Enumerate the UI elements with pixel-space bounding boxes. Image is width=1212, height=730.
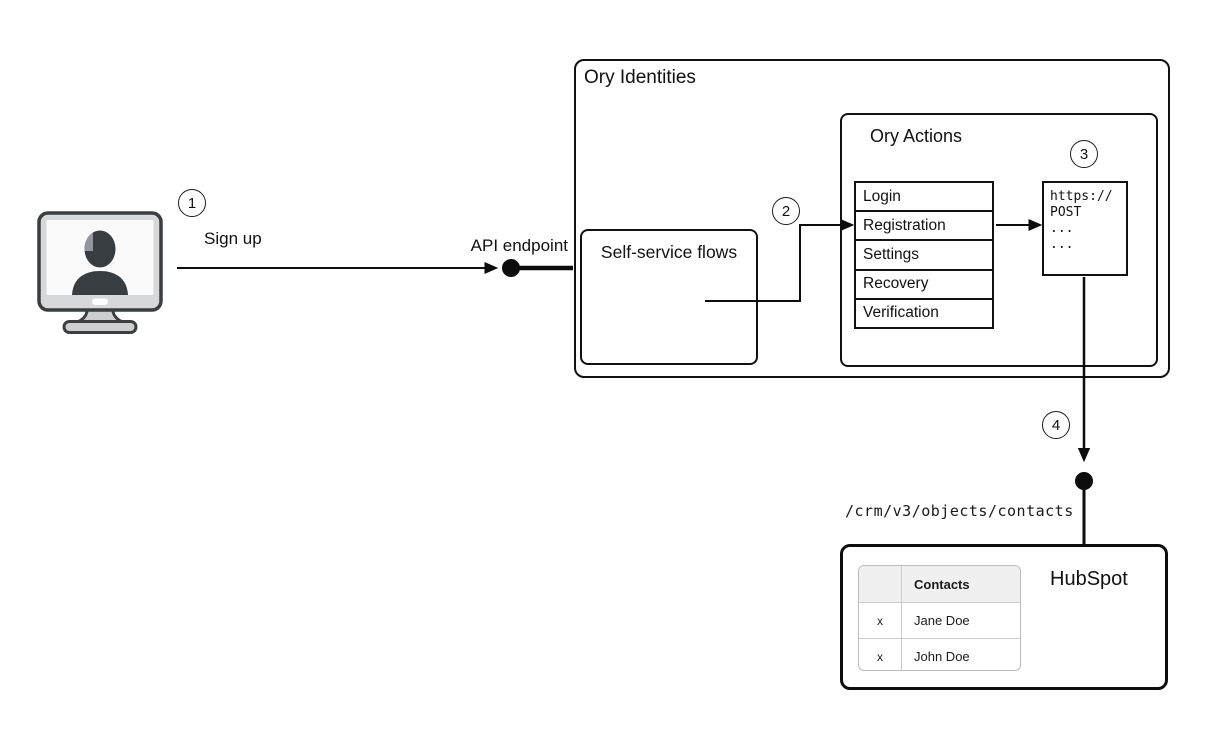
contact-name-cell: John Doe [914,649,970,664]
flow-row-recovery: Recovery [856,268,992,298]
webhook-code-box: https:// POST ... ... [1042,181,1128,276]
code-line: https:// [1050,189,1113,204]
code-line: POST [1050,205,1082,220]
step-marker-3: 3 [1070,140,1098,168]
down-arrowhead [1077,448,1091,463]
contacts-table-header-cell: Contacts [914,576,970,592]
flow-row-login: Login [856,183,992,211]
hubspot-endpoint-dot [1075,472,1093,490]
step-marker-4: 4 [1042,411,1070,439]
contact-mark-cell: x [859,603,902,638]
self-service-flows-box: Self-service flows [580,229,758,365]
crm-endpoint-path-label: /crm/v3/objects/contacts [845,502,1074,520]
api-endpoint-label: API endpoint [470,236,568,255]
flow-row-settings: Settings [856,239,992,269]
hubspot-title: HubSpot [1050,568,1128,590]
code-line: ... [1050,221,1074,236]
contacts-table-header-row: Contacts [859,566,1020,602]
contact-name-cell: Jane Doe [914,613,970,628]
flow-row-registration: Registration [856,210,992,240]
sign-up-arrowhead [484,262,499,274]
ory-identities-title: Ory Identities [584,67,696,88]
contacts-table-header-empty-cell [859,566,902,602]
sign-up-label: Sign up [204,229,262,248]
user-silhouette-icon [72,230,128,295]
monitor-stand [62,308,138,334]
step-marker-1: 1 [178,189,206,217]
contacts-table: Contacts x Jane Doe x John Doe [858,565,1021,671]
ory-actions-title: Ory Actions [870,126,963,146]
flow-row-verification: Verification [856,297,992,328]
contacts-table-row: x Jane Doe [859,602,1020,638]
self-service-flows-title: Self-service flows [600,242,738,262]
api-endpoint-dot [502,259,520,277]
hubspot-box: HubSpot Contacts x Jane Doe x John Doe [840,544,1168,690]
step-marker-2: 2 [772,197,800,225]
monitor-user-icon [37,211,163,334]
code-line: ... [1050,237,1074,252]
contacts-table-row: x John Doe [859,638,1020,670]
contact-mark-cell: x [859,639,902,670]
flow-list: Login Registration Settings Recovery Ver… [854,181,994,329]
